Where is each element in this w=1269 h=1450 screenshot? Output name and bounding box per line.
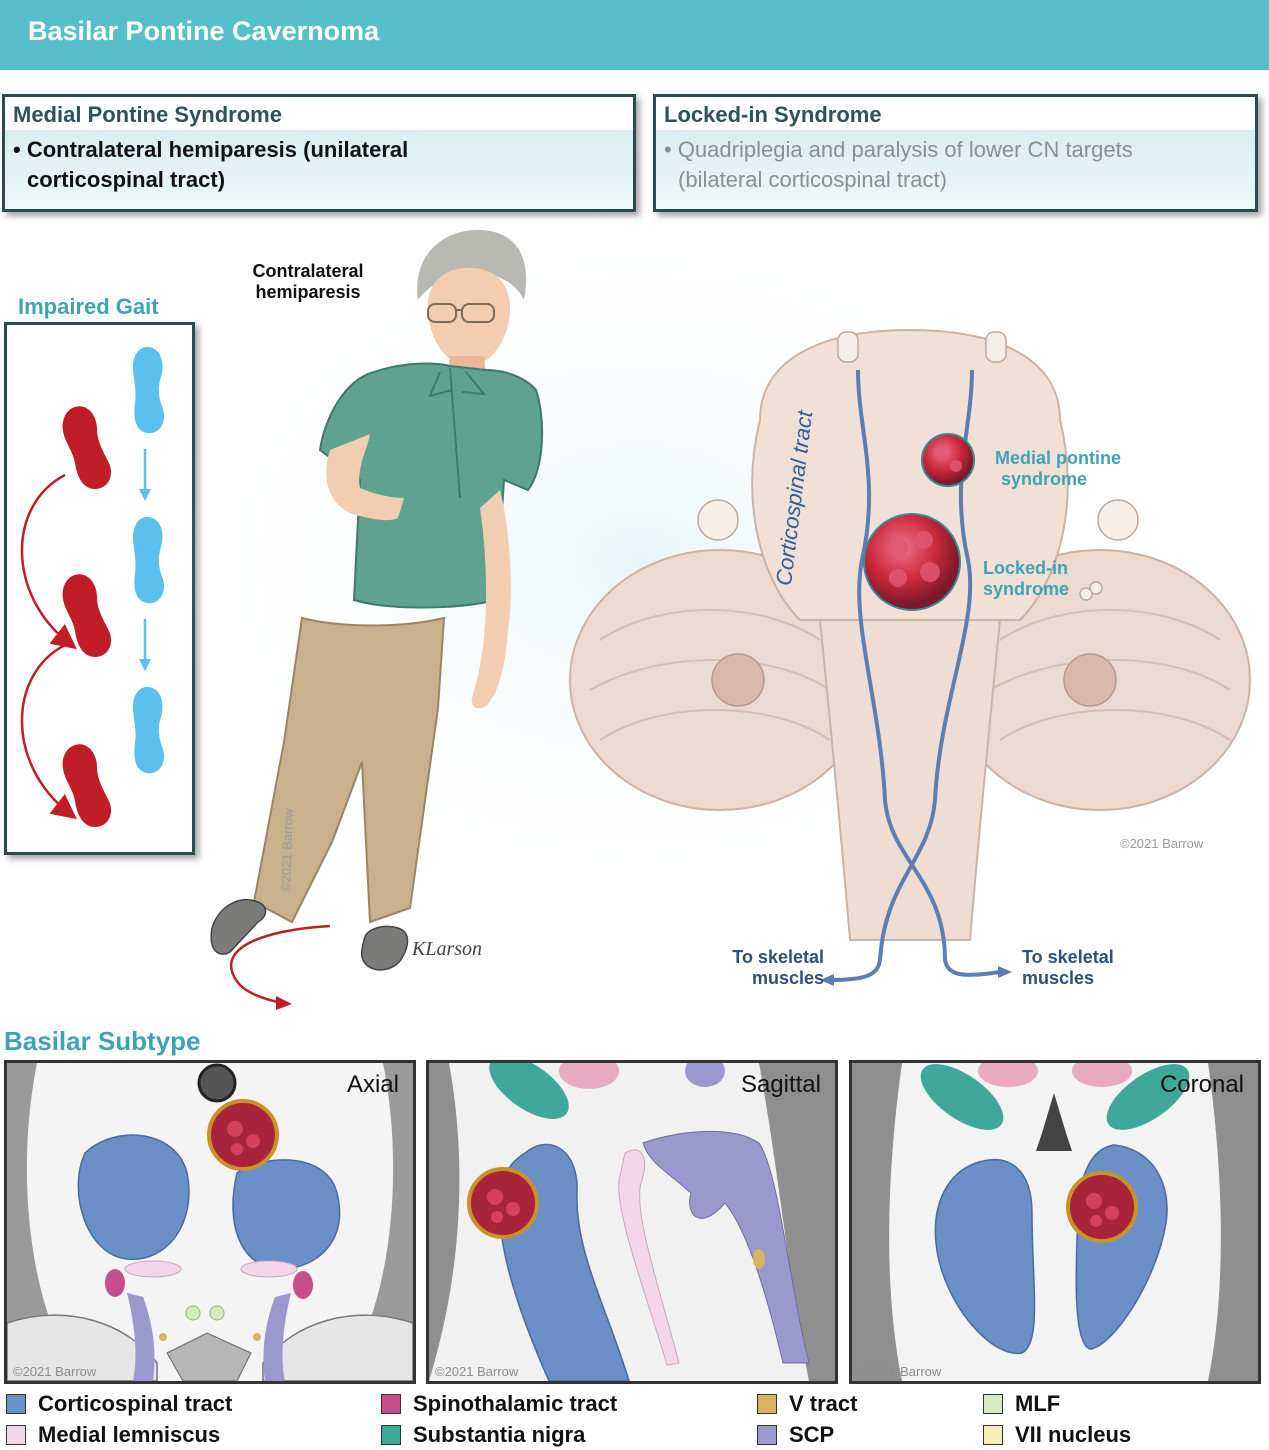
- legend-swatch: [983, 1394, 1003, 1414]
- hemiparesis-label-line-1: Contralateral: [252, 261, 364, 281]
- locked-in-lesion: [863, 513, 961, 611]
- skeletal-muscles-right-line-1: To skeletal: [1022, 947, 1114, 967]
- legend-swatch: [6, 1394, 26, 1414]
- skeletal-muscles-left-line-2: muscles: [751, 968, 824, 988]
- medial-pontine-syndrome-description: • Contralateral hemiparesis (unilateral …: [5, 130, 633, 209]
- medial-pontine-syndrome-box: Medial Pontine Syndrome • Contralateral …: [2, 94, 636, 212]
- gait-diagram: [4, 322, 195, 855]
- locked-in-line-2: (bilateral corticospinal tract): [678, 167, 947, 192]
- blue-footprint: [133, 347, 165, 434]
- axial-label: Axial: [346, 1071, 399, 1098]
- axial-panel: Axial ©2021 Barrow: [4, 1060, 416, 1384]
- artist-signature: KLarson: [411, 938, 482, 960]
- medial-pontine-syndrome-title: Medial Pontine Syndrome: [13, 102, 282, 127]
- title-banner: Basilar Pontine Cavernoma: [0, 0, 1269, 70]
- locked-in-syndrome-description: • Quadriplegia and paralysis of lower CN…: [656, 130, 1255, 209]
- sagittal-lesion: [467, 1167, 539, 1239]
- locked-in-syndrome-box: Locked-in Syndrome • Quadriplegia and pa…: [653, 94, 1258, 212]
- page-title: Basilar Pontine Cavernoma: [28, 16, 380, 46]
- medial-pontine-label-line-1: Medial pontine: [995, 448, 1121, 468]
- legend-swatch: [757, 1394, 777, 1414]
- red-footprint: [62, 406, 112, 489]
- axial-copyright: ©2021 Barrow: [13, 1364, 97, 1379]
- coronal-panel: Coronal ©2021 Barrow: [849, 1060, 1261, 1384]
- legend-label: SCP: [789, 1422, 835, 1447]
- brainstem-illustration: ©2021 Barrow: [569, 328, 1251, 986]
- legend-label: VII nucleus: [1015, 1422, 1132, 1447]
- medial-pontine-line-1: • Contralateral hemiparesis (unilateral: [13, 137, 409, 162]
- sagittal-label: Sagittal: [740, 1071, 821, 1098]
- medial-pontine-line-2: corticospinal tract): [27, 167, 226, 192]
- legend-label: Corticospinal tract: [38, 1391, 233, 1416]
- legend-label: Medial lemniscus: [38, 1422, 221, 1447]
- medial-pontine-label-line-2: syndrome: [1001, 469, 1088, 489]
- hemiparesis-label: Contralateral hemiparesis: [238, 261, 378, 303]
- legend-label: Substantia nigra: [413, 1422, 586, 1447]
- locked-in-label-line-2: syndrome: [983, 579, 1070, 599]
- patient-copyright: ©2021 Barrow: [278, 808, 296, 892]
- sagittal-panel: Sagittal ©2021 Barrow: [426, 1060, 838, 1384]
- blue-footprint: [133, 687, 165, 774]
- locked-in-label-line-1: Locked-in: [983, 558, 1069, 578]
- locked-in-label: Locked-in syndrome: [983, 558, 1069, 600]
- axial-lesion: [207, 1099, 279, 1171]
- legend-swatch: [983, 1425, 1003, 1445]
- brainstem-copyright: ©2021 Barrow: [1120, 836, 1204, 851]
- red-footprint: [62, 744, 112, 827]
- skeletal-muscles-right-label: To skeletal muscles: [1022, 947, 1142, 989]
- axial-section-illustration: [7, 1063, 413, 1381]
- legend-label: MLF: [1015, 1391, 1061, 1416]
- legend-swatch: [381, 1425, 401, 1445]
- locked-in-syndrome-title: Locked-in Syndrome: [664, 102, 882, 127]
- legend-swatch: [381, 1394, 401, 1414]
- skeletal-muscles-left-label: To skeletal muscles: [720, 947, 824, 989]
- coronal-copyright: ©2021 Barrow: [858, 1364, 942, 1379]
- basilar-subtype-title: Basilar Subtype: [4, 1026, 201, 1056]
- clinical-illustration: ©2021 Barrow KLarson: [170, 210, 1251, 1010]
- impaired-gait-title: Impaired Gait: [18, 294, 159, 319]
- medial-pontine-label: Medial pontine syndrome: [995, 448, 1121, 490]
- legend-swatch: [6, 1425, 26, 1445]
- coronal-section-illustration: [852, 1063, 1258, 1381]
- skeletal-muscles-left-line-1: To skeletal: [732, 947, 824, 967]
- sagittal-copyright: ©2021 Barrow: [435, 1364, 519, 1379]
- coronal-label: Coronal: [1159, 1071, 1244, 1098]
- hemiparesis-label-line-2: hemiparesis: [255, 282, 361, 302]
- blue-footprint: [133, 517, 165, 604]
- coronal-lesion: [1066, 1171, 1138, 1243]
- medial-pontine-lesion: [921, 433, 975, 487]
- legend-swatch: [757, 1425, 777, 1445]
- footprints-illustration: [20, 347, 165, 827]
- patient-figure: ©2021 Barrow KLarson: [210, 230, 544, 1010]
- locked-in-line-1: • Quadriplegia and paralysis of lower CN…: [664, 137, 1133, 162]
- sagittal-section-illustration: [429, 1063, 835, 1381]
- legend-label: Spinothalamic tract: [413, 1391, 618, 1416]
- legend-label: V tract: [789, 1391, 858, 1416]
- skeletal-muscles-right-line-2: muscles: [1022, 968, 1095, 988]
- red-footprint: [62, 574, 112, 657]
